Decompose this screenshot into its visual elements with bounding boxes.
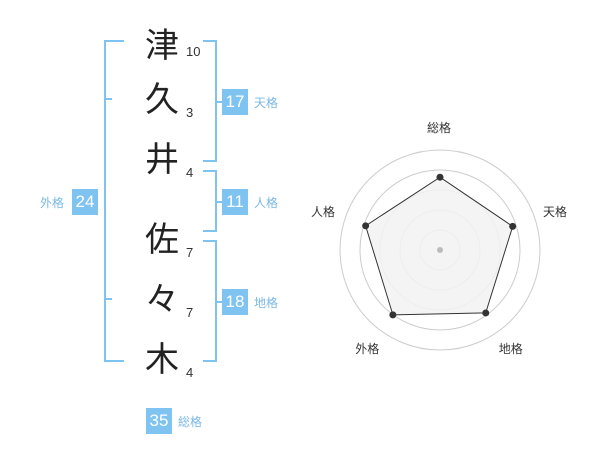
stroke-count-4: 7	[186, 245, 194, 260]
radar-center-dot	[437, 247, 443, 253]
radar-grid-ring-1	[419, 229, 461, 271]
stroke-count-3: 4	[186, 165, 194, 180]
radar-axis-label-4: 外格	[355, 341, 380, 356]
name-char-1: 津	[145, 26, 179, 66]
stroke-count-1: 10	[186, 44, 201, 59]
radar-point-3	[482, 309, 490, 317]
tenkaku-badge: 17	[222, 89, 248, 115]
radar-axis-label-1: 総格	[427, 121, 452, 135]
jinkaku-badge: 11	[222, 189, 248, 215]
radar-grid-ring-5	[339, 149, 541, 351]
radar-grid-ring-3	[379, 189, 501, 311]
name-char-3: 井	[145, 140, 179, 180]
radar-axis-label-2: 天格	[543, 205, 568, 220]
gaikaku-tick-lower	[104, 298, 112, 300]
name-char-5: 々	[145, 280, 179, 320]
jinkaku-tick	[215, 201, 222, 203]
soukaku-badge: 35	[146, 408, 172, 434]
name-char-6: 木	[145, 340, 179, 380]
chikaku-tick	[215, 301, 222, 303]
gaikaku-bracket	[104, 40, 124, 362]
radar-axis-label-5: 人格	[310, 205, 335, 220]
tenkaku-label: 天格	[254, 96, 279, 110]
radar-point-2	[509, 222, 517, 230]
chikaku-badge: 18	[222, 289, 248, 315]
stroke-count-6: 4	[186, 365, 194, 380]
gaikaku-badge: 24	[72, 189, 98, 215]
tenkaku-tick	[215, 101, 222, 103]
jinkaku-label: 人格	[254, 196, 279, 210]
radar-point-5	[362, 222, 370, 230]
radar-grid-ring-4	[359, 169, 521, 331]
name-char-4: 佐	[145, 220, 179, 260]
gaikaku-label: 外格	[40, 196, 65, 210]
soukaku-label: 総格	[178, 415, 203, 429]
stroke-count-5: 7	[186, 305, 194, 320]
radar-data-polygon	[365, 176, 514, 316]
radar-axis-label-3: 地格	[498, 341, 523, 356]
stroke-count-2: 3	[186, 105, 194, 120]
radar-grid-ring-2	[399, 209, 481, 291]
radar-point-1	[436, 173, 444, 181]
radar-point-4	[389, 311, 397, 319]
name-char-2: 久	[145, 80, 179, 120]
gaikaku-tick-upper	[104, 98, 112, 100]
chikaku-label: 地格	[254, 296, 279, 310]
